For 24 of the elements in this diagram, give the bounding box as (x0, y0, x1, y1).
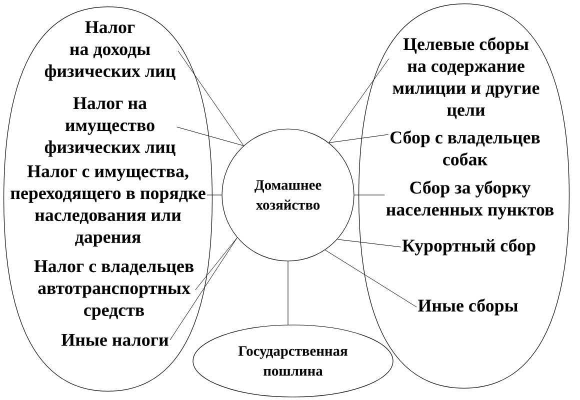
oval-frame (4, 6, 212, 392)
connector-line (170, 237, 238, 340)
item-label: Иные налоги (61, 334, 168, 346)
item-label: Налог с имущества, переходящего в порядке наследования или дарения (10, 165, 206, 247)
connector-line (354, 194, 385, 196)
connector-line (337, 239, 402, 248)
oval-frame (358, 4, 570, 388)
circle-node: Домашнее хозяйство (222, 128, 354, 262)
connector-line (178, 50, 244, 146)
item-label: Целевые сборы на содержание милиции и другие цели (392, 37, 540, 119)
item-label: Иные сборы (418, 298, 518, 316)
item-label: Налог на доходы физических лиц (44, 21, 176, 81)
connector-line (206, 194, 222, 196)
connector-line (324, 250, 417, 308)
item-label: Налог с владельцев автотранспортных средств (34, 260, 194, 320)
connector-line (195, 237, 238, 290)
connector-line (328, 58, 390, 143)
connector-line (328, 134, 389, 143)
item-label: Сбор с владельцев собак (390, 130, 540, 166)
item-label: Сбор за уборку населенных пунктов (386, 180, 554, 220)
ellipse-node: Государственная пошлина (192, 324, 394, 398)
item-label: Налог на имущество физических лиц (44, 97, 176, 157)
connector-line (176, 126, 244, 146)
item-label: Курортный сбор (402, 238, 536, 256)
